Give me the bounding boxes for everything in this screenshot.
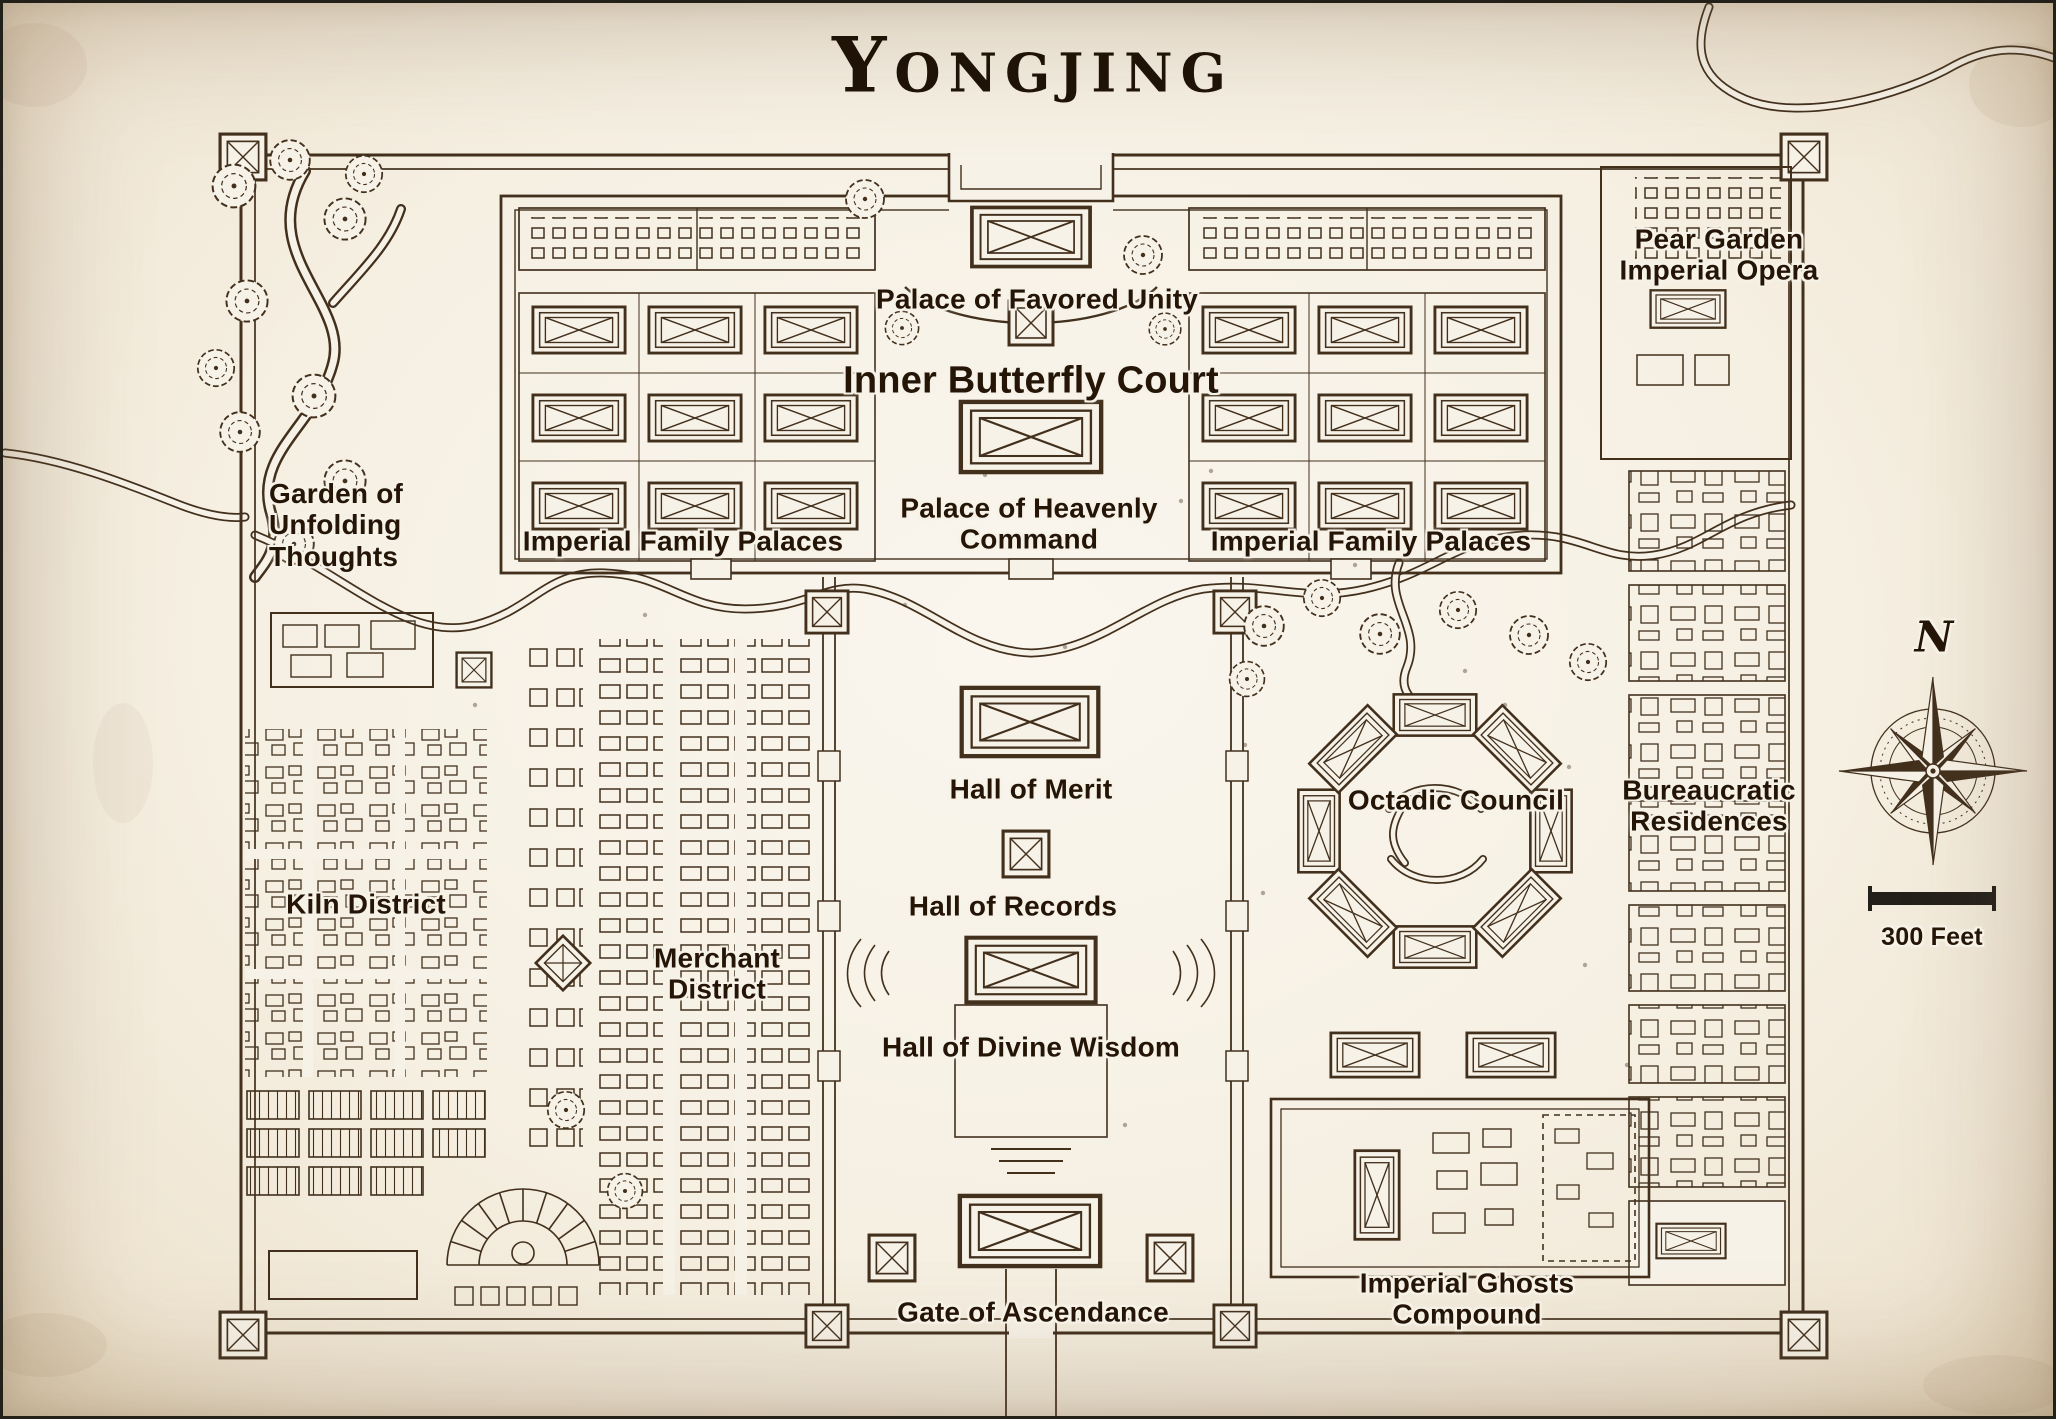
- gallery-strip-east: [1188, 207, 1546, 271]
- label-merchant-district: Merchant District: [653, 942, 781, 1005]
- compass-rose: [1838, 676, 2028, 866]
- hall-of-records-building: [1001, 829, 1051, 879]
- bureaucratic-residences: [1628, 470, 1786, 1286]
- label-imperial-ghosts-compound: Imperial Ghosts Compound: [1359, 1267, 1575, 1330]
- roads: [3, 3, 2053, 716]
- garden-of-unfolding-thoughts: [270, 612, 493, 689]
- map-drawing: [3, 3, 2053, 1416]
- speckles: [472, 468, 1630, 1128]
- palace-of-favored-unity-building: [972, 207, 1090, 266]
- label-imperial-family-palaces-east: Imperial Family Palaces: [1210, 525, 1532, 557]
- inner-palace-city: [499, 147, 1563, 580]
- label-imperial-family-palaces-west: Imperial Family Palaces: [522, 525, 844, 557]
- parchment-stains: [3, 23, 2053, 1415]
- label-kiln-district: Kiln District: [286, 888, 446, 920]
- label-octadic-council: Octadic Council: [1347, 784, 1565, 816]
- pear-garden-imperial-opera: [1600, 166, 1792, 460]
- label-inner-butterfly-court: Inner Butterfly Court: [843, 359, 1219, 402]
- palace-of-heavenly-command-building: [961, 402, 1101, 472]
- kiln-district: [245, 729, 600, 1306]
- gate-of-ascendance-building: [960, 1196, 1100, 1266]
- map-title: Yongjing: [832, 20, 1234, 110]
- imperial-family-palaces-west-block: [518, 292, 876, 562]
- imperial-ghosts-compound: [1269, 1031, 1651, 1279]
- label-palace-of-heavenly-command: Palace of Heavenly Command: [900, 492, 1158, 555]
- imperial-family-palaces-east-block: [1188, 292, 1546, 562]
- label-palace-of-favored-unity: Palace of Favored Unity: [875, 283, 1199, 315]
- hall-of-divine-wisdom-building: [966, 938, 1095, 1003]
- kiln-rowhouses: [246, 1090, 578, 1306]
- axis-walls: [804, 577, 1258, 1349]
- label-gate-of-ascendance: Gate of Ascendance: [897, 1296, 1169, 1328]
- octadic-council: [1297, 693, 1573, 969]
- label-hall-of-records: Hall of Records: [908, 890, 1118, 922]
- scale-label: 300 Feet: [1881, 923, 1983, 951]
- label-hall-of-divine-wisdom: Hall of Divine Wisdom: [882, 1031, 1180, 1063]
- scale-bar: [1868, 886, 1996, 911]
- label-garden-of-unfolding-thoughts: Garden of Unfolding Thoughts: [269, 477, 404, 572]
- gallery-strip-west: [518, 207, 876, 271]
- label-bureaucratic-residences: Bureaucratic Residences: [1622, 774, 1796, 837]
- kiln-arch: [446, 1188, 600, 1266]
- hall-of-merit-building: [962, 688, 1099, 756]
- central-axis: [846, 688, 1216, 1416]
- label-pear-garden-imperial-opera: Pear Garden Imperial Opera: [1619, 223, 1819, 286]
- compass-north-label: N: [1914, 612, 1954, 662]
- label-hall-of-merit: Hall of Merit: [949, 773, 1113, 805]
